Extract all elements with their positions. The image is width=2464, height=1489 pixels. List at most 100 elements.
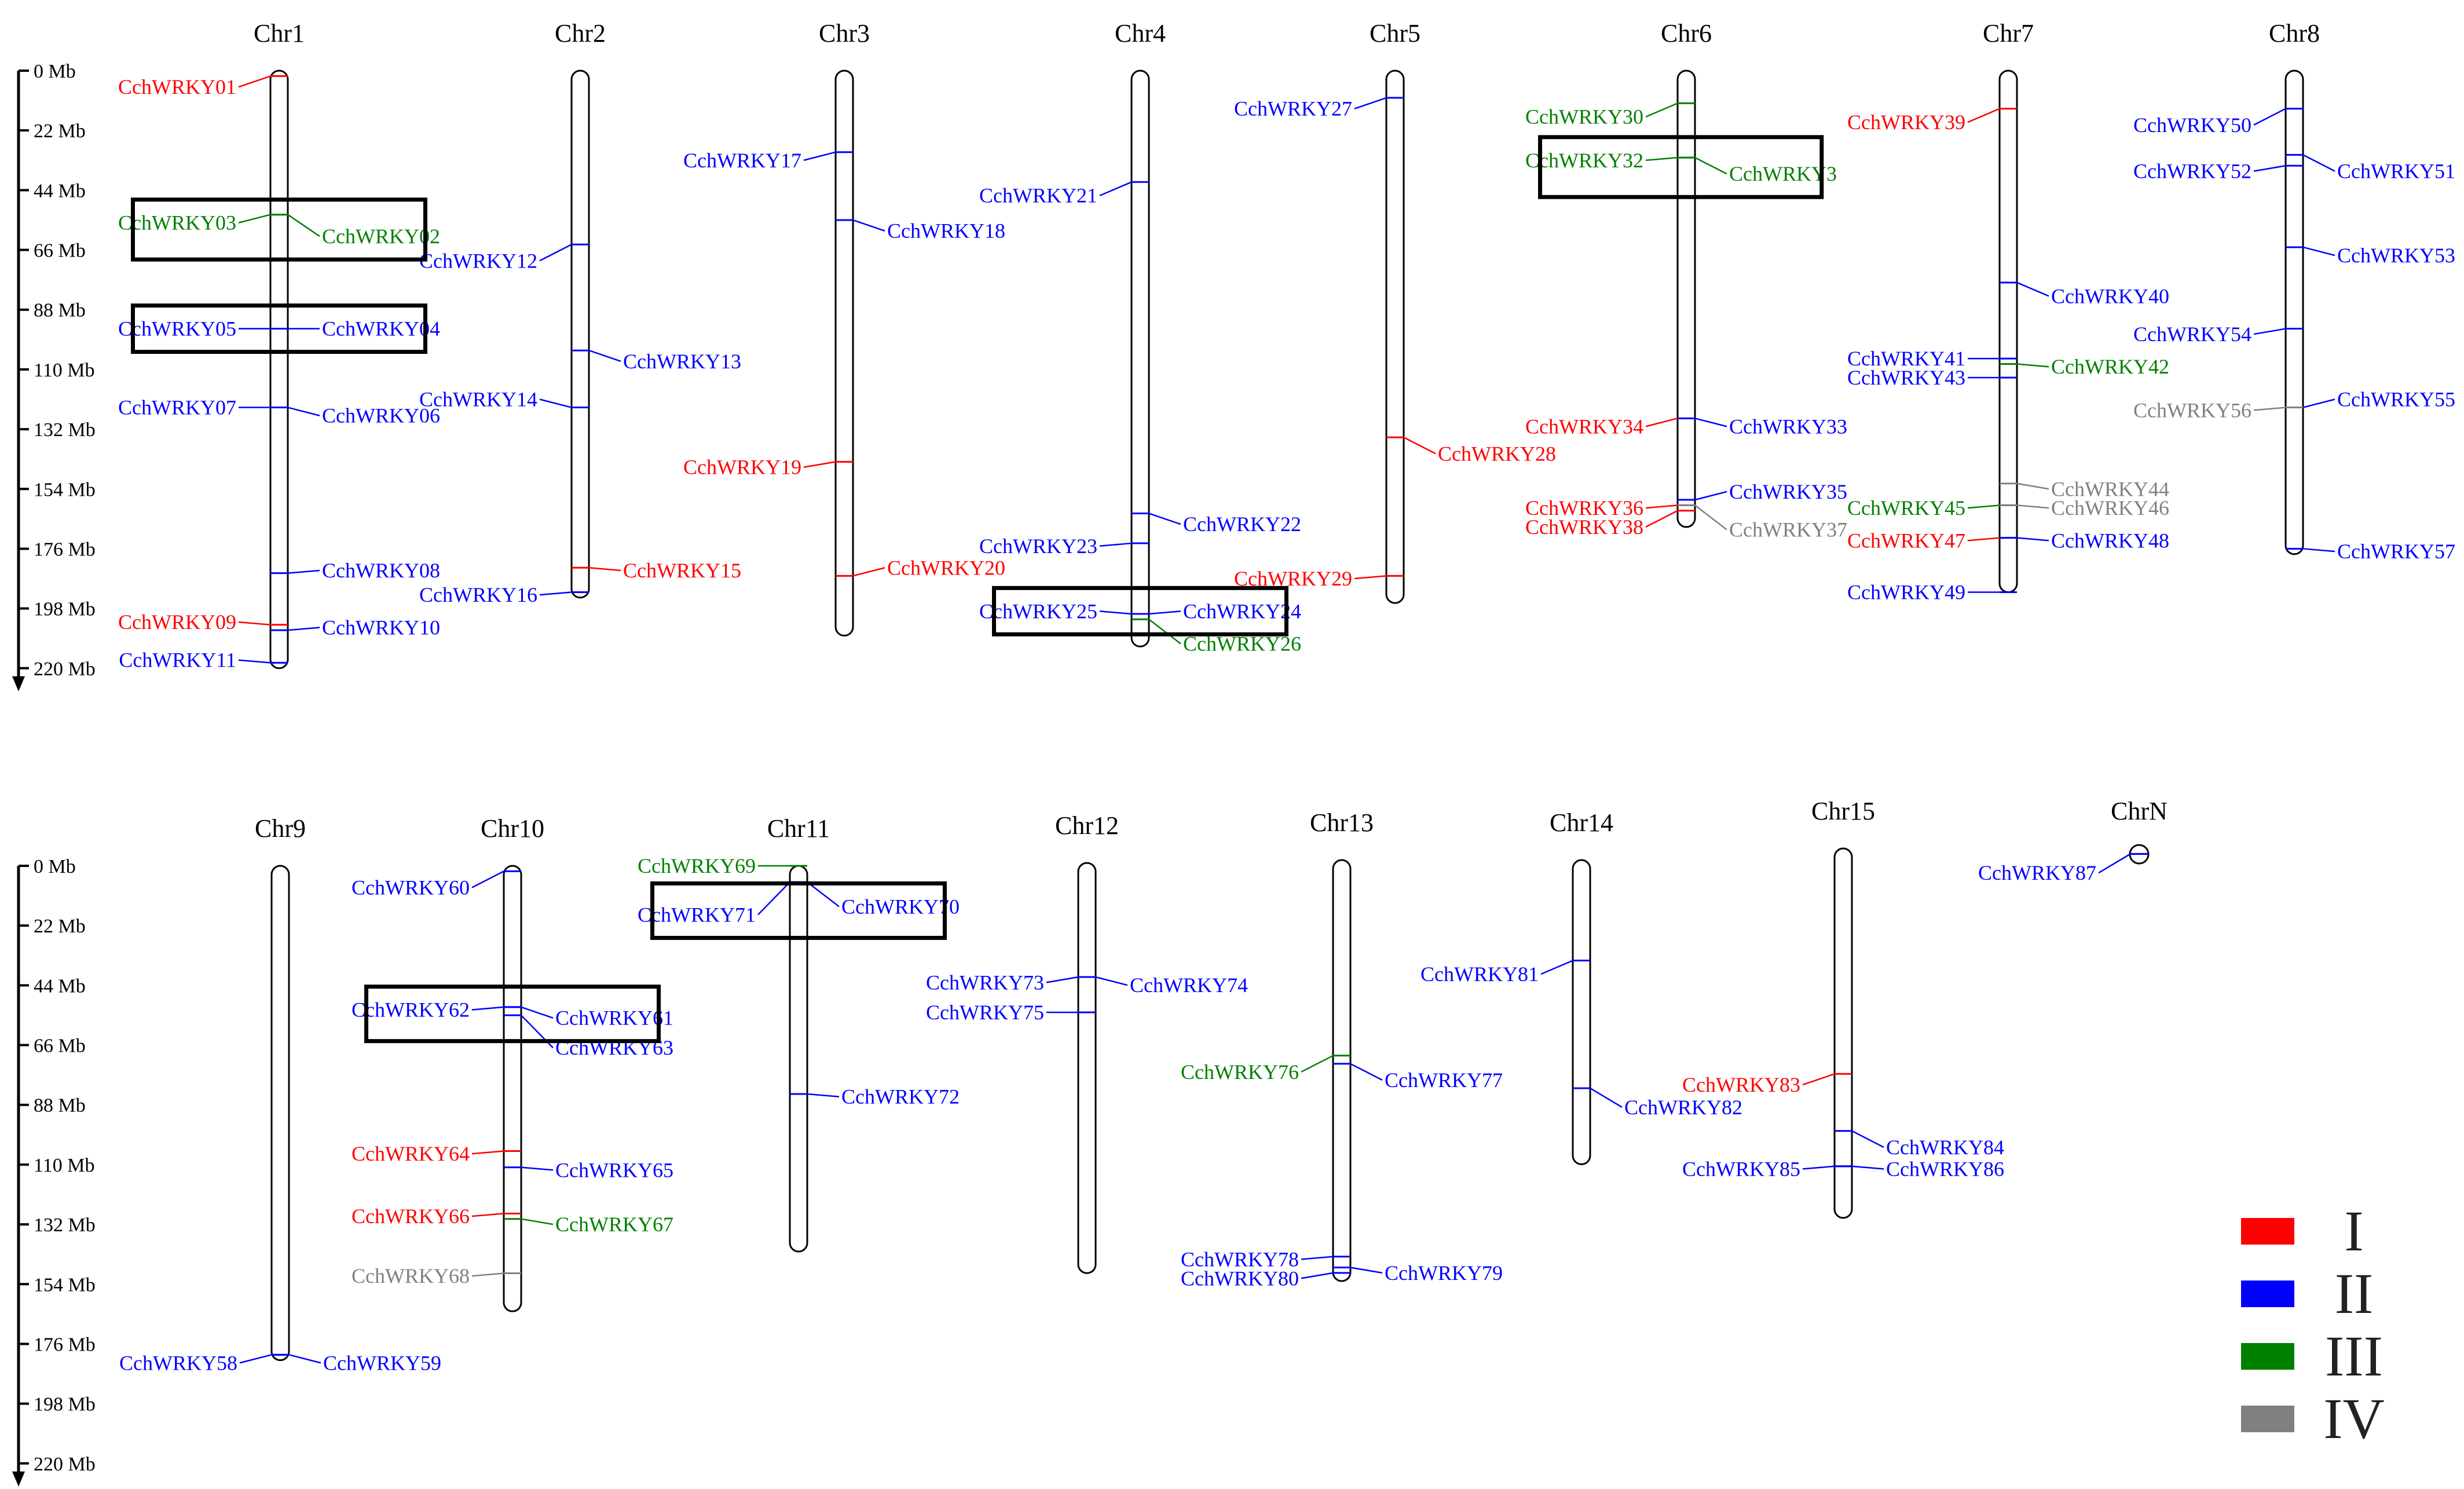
gene-label: CchWRKY36 — [1525, 496, 1643, 519]
gene-label: CchWRKY68 — [352, 1264, 470, 1287]
gene-label: CchWRKY05 — [118, 317, 236, 341]
chromosome-body — [1676, 69, 1696, 528]
gene-cchwrky79: CchWRKY79 — [1333, 1261, 1503, 1285]
gene-cchwrky57: CchWRKY57 — [2286, 540, 2455, 563]
gene-label: CchWRKY76 — [1181, 1060, 1299, 1084]
gene-connector — [1354, 575, 1387, 580]
chromosome-title: Chr9 — [255, 814, 306, 843]
gene-cchwrky09: CchWRKY09 — [118, 610, 288, 634]
scale-label: 0 Mb — [34, 856, 76, 877]
gene-label: CchWRKY30 — [1525, 105, 1643, 129]
chromosome-title: Chr15 — [1811, 797, 1875, 825]
gene-connector — [287, 627, 320, 631]
gene-label: CchWRKY09 — [118, 610, 236, 634]
gene-cchwrky17: CchWRKY17 — [683, 149, 853, 172]
gene-cchwrky04: CchWRKY04 — [270, 317, 440, 341]
gene-cchwrky42: CchWRKY42 — [2000, 355, 2169, 378]
gene-cchwrky73: CchWRKY73 — [926, 971, 1096, 994]
gene-label: CchWRKY75 — [926, 1001, 1044, 1024]
gene-cchwrky16: CchWRKY16 — [419, 583, 589, 606]
chromosome-title: Chr12 — [1055, 811, 1119, 840]
legend-swatch-IV — [2241, 1406, 2294, 1432]
gene-connector — [2016, 281, 2049, 297]
gene-cchwrky86: CchWRKY86 — [1835, 1157, 2004, 1180]
gene-label: CchWRKY46 — [2051, 496, 2169, 519]
scale-label: 220 Mb — [34, 1454, 96, 1475]
scale-label: 22 Mb — [34, 916, 86, 937]
gene-label: CchWRKY43 — [1847, 366, 1965, 389]
gene-label: CchWRKY16 — [419, 583, 537, 606]
gene-label: CchWRKY22 — [1183, 513, 1301, 536]
gene-cchwrky19: CchWRKY19 — [683, 456, 853, 479]
gene-connector — [521, 1166, 554, 1171]
gene-cchwrky87: CchWRKY87 — [1978, 853, 2148, 884]
gene-label: CchWRKY65 — [555, 1158, 673, 1181]
gene-cchwrky12: CchWRKY12 — [419, 243, 589, 272]
scale-label: 198 Mb — [34, 1394, 96, 1415]
tandem-box — [992, 586, 1288, 636]
chromosome-title: Chr1 — [254, 19, 305, 47]
gene-cchwrky56: CchWRKY56 — [2133, 398, 2303, 422]
gene-cchwrky62: CchWRKY62 — [352, 998, 521, 1022]
gene-label: CchWRKY06 — [322, 404, 440, 427]
gene-label: CchWRKY59 — [323, 1351, 441, 1374]
gene-connector — [2253, 328, 2286, 335]
gene-label: CchWRKY64 — [352, 1142, 470, 1165]
gene-cchwrky32: CchWRKY32 — [1525, 149, 1695, 172]
gene-connector — [1590, 1087, 1623, 1108]
gene-cchwrky66: CchWRKY66 — [352, 1205, 521, 1228]
gene-label: CchWRKY47 — [1847, 529, 1965, 552]
gene-label: CchWRKY32 — [1525, 149, 1643, 172]
gene-label: CchWRKY23 — [979, 535, 1097, 558]
gene-connector — [1851, 1165, 1884, 1170]
chromosome-title: Chr5 — [1370, 19, 1420, 47]
gene-label: CchWRKY24 — [1183, 599, 1301, 623]
gene-cchwrky53: CchWRKY53 — [2286, 244, 2455, 267]
legend-label: III — [2325, 1324, 2383, 1388]
gene-cchwrky01: CchWRKY01 — [118, 75, 288, 98]
gene-label: CchWRKY39 — [1847, 111, 1965, 134]
gene-label: CchWRKY41 — [1847, 347, 1965, 370]
gene-connector — [1301, 1256, 1334, 1260]
gene-label: CchWRKY50 — [2133, 114, 2251, 137]
gene-label: CchWRKY37 — [1729, 518, 1847, 542]
gene-label: CchWRKY01 — [118, 75, 236, 98]
gene-cchwrky43: CchWRKY43 — [1847, 366, 2017, 389]
gene-label: CchWRKY66 — [352, 1205, 470, 1228]
gene-connector — [539, 244, 572, 262]
gene-connector — [2016, 482, 2049, 490]
gene-cchwrky84: CchWRKY84 — [1835, 1130, 2004, 1159]
gene-connector — [1645, 418, 1678, 427]
gene-cchwrky54: CchWRKY54 — [2133, 323, 2303, 346]
gene-connector — [1967, 108, 2000, 123]
gene-cchwrky27: CchWRKY27 — [1234, 97, 1404, 120]
gene-connector — [1148, 513, 1181, 525]
gene-cchwrky51: CchWRKY51 — [2286, 153, 2455, 183]
gene-connector — [239, 1353, 272, 1364]
gene-cchwrky14: CchWRKY14 — [419, 387, 589, 411]
chromosome-title: Chr2 — [555, 19, 606, 47]
gene-connector — [852, 567, 885, 577]
gene-connector — [2302, 246, 2335, 257]
gene-cchwrky11: CchWRKY11 — [119, 649, 288, 672]
gene-connector — [1694, 156, 1727, 175]
gene-label: CchWRKY86 — [1886, 1157, 2004, 1180]
gene-label: CchWRKY3 — [1729, 162, 1837, 185]
tandem-box — [131, 303, 427, 354]
legend-label: IV — [2323, 1386, 2385, 1451]
gene-label: CchWRKY81 — [1420, 963, 1539, 986]
gene-label: CchWRKY69 — [638, 854, 756, 877]
gene-label: CchWRKY72 — [841, 1085, 960, 1108]
legend-label: II — [2335, 1261, 2374, 1326]
gene-connector — [238, 659, 271, 664]
gene-connector — [1301, 1055, 1334, 1073]
gene-cchwrky61: CchWRKY61 — [504, 1006, 673, 1030]
gene-cchwrky60: CchWRKY60 — [352, 870, 521, 899]
